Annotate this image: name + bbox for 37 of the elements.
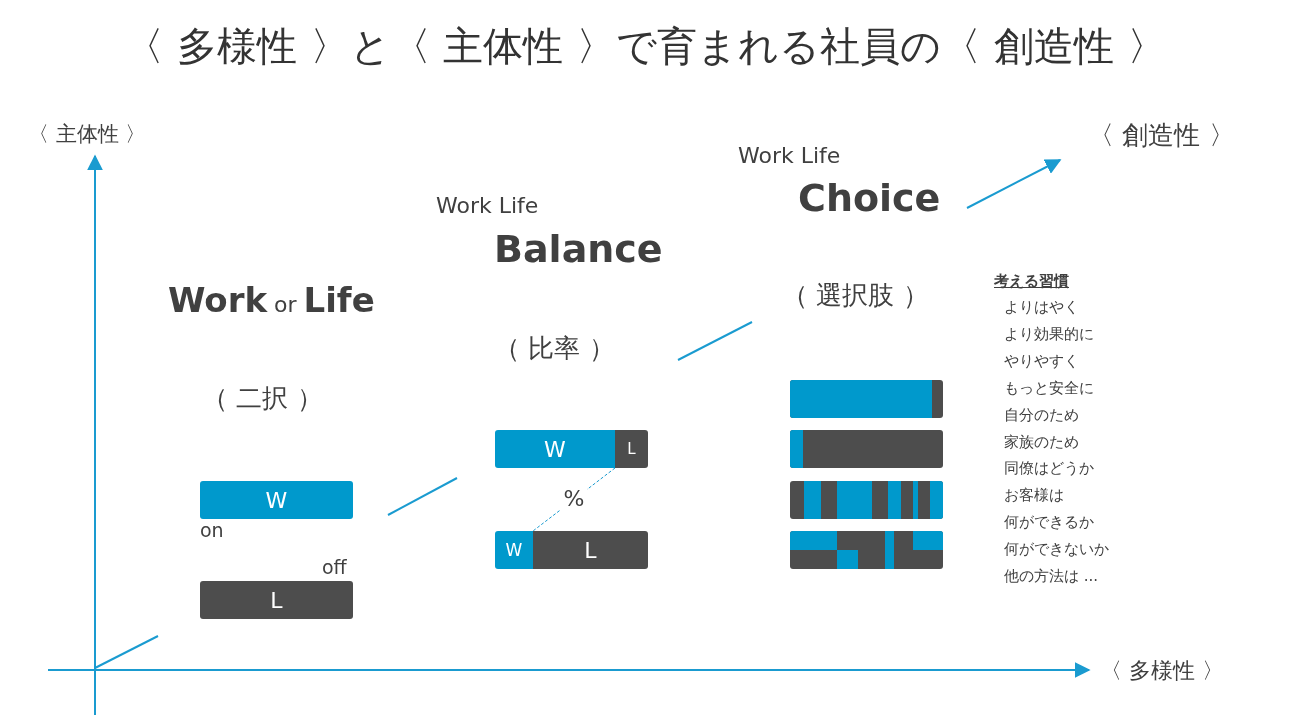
list-item: もっと安全に bbox=[1004, 378, 1094, 397]
bar-segment: L bbox=[615, 430, 648, 468]
heading: Work Life bbox=[436, 193, 539, 220]
title: 〈 多様性 〉と〈 主体性 〉で育まれる社員の〈 創造性 〉 bbox=[123, 22, 1168, 70]
bar-segment: L bbox=[200, 581, 353, 619]
pattern-bar bbox=[790, 531, 943, 569]
bar-segment: W bbox=[200, 481, 353, 519]
bar-segment: W bbox=[495, 430, 615, 468]
pattern-bar bbox=[790, 481, 943, 519]
list-heading: 考える習慣 bbox=[994, 272, 1069, 290]
edge-label: % bbox=[560, 487, 588, 512]
axis-label: 〈 多様性 〉 bbox=[1100, 658, 1224, 685]
caption: off bbox=[322, 556, 347, 579]
subheading: （ 比率 ） bbox=[494, 333, 615, 365]
list-item: 何ができないか bbox=[1004, 540, 1109, 559]
list-item: お客様は bbox=[1004, 486, 1064, 505]
heading: Work or Life bbox=[168, 280, 375, 321]
subheading: （ 二択 ） bbox=[202, 383, 323, 415]
list-item: 他の方法は ... bbox=[1004, 567, 1099, 585]
list-item: より効果的に bbox=[1004, 324, 1094, 343]
list-item: やりやすく bbox=[1004, 351, 1079, 370]
caption: on bbox=[200, 519, 224, 542]
heading: Work Life bbox=[738, 143, 841, 170]
heading: Choice bbox=[798, 176, 941, 222]
bar-segment: W bbox=[495, 531, 533, 569]
subheading: （ 選択肢 ） bbox=[782, 280, 929, 312]
heading: Balance bbox=[494, 227, 663, 273]
pattern-bar bbox=[790, 380, 943, 418]
axis-label: 〈 主体性 〉 bbox=[28, 122, 147, 148]
axis-label: 〈 創造性 〉 bbox=[1088, 120, 1235, 152]
pattern-bar bbox=[790, 430, 943, 468]
bar-segment: L bbox=[533, 531, 648, 569]
list-item: 家族のため bbox=[1004, 432, 1079, 451]
list-item: よりはやく bbox=[1004, 298, 1079, 316]
list-item: 同僚はどうか bbox=[1004, 459, 1094, 478]
list-item: 自分のため bbox=[1004, 405, 1079, 424]
list-item: 何ができるか bbox=[1004, 513, 1094, 532]
